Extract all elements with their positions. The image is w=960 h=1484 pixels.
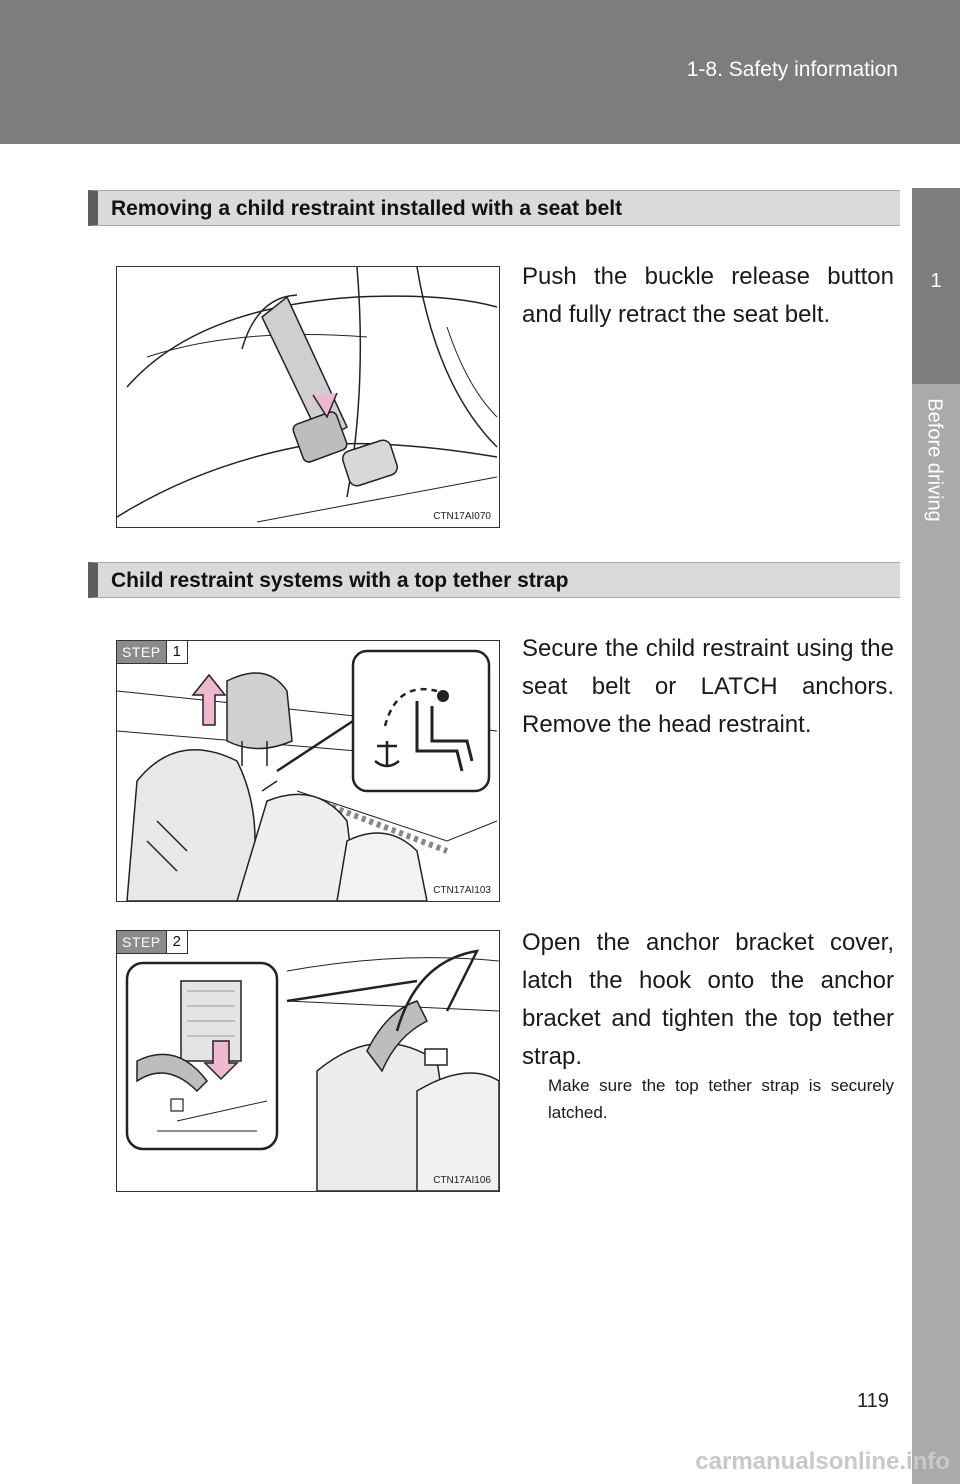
figure-step-1: STEP 1 CTN17AI103 — [116, 640, 500, 902]
page-number: 119 — [857, 1390, 889, 1412]
instruction-text-step-1: Secure the child restraint using the sea… — [522, 635, 894, 738]
figure-code: CTN17AI070 — [433, 511, 491, 522]
seat-belt-illustration — [117, 267, 498, 523]
step-label: STEP — [117, 931, 166, 953]
chapter-label: Before driving — [923, 398, 946, 522]
section-heading-top-tether: Child restraint systems with a top tethe… — [88, 562, 900, 598]
step-number: 2 — [165, 931, 187, 953]
step-badge-1: STEP 1 — [117, 641, 188, 664]
page-header: 1-8. Safety information — [0, 0, 960, 144]
section-heading-removing: Removing a child restraint installed wit… — [88, 190, 900, 226]
chapter-strip — [912, 384, 960, 1484]
step-label: STEP — [117, 641, 166, 663]
instruction-text-step-2: Open the anchor bracket cover, latch the… — [522, 929, 894, 1070]
instruction-text-1: Push the buckle release button and fully… — [522, 263, 894, 328]
section-heading-text: Removing a child restraint installed wit… — [111, 197, 623, 220]
chapter-tab[interactable]: 1 — [912, 188, 960, 384]
figure-code: CTN17AI106 — [433, 1175, 491, 1186]
figure-step-2: STEP 2 CTN17AI106 — [116, 930, 500, 1192]
figure-seat-belt-buckle: CTN17AI070 — [116, 266, 500, 528]
watermark: carmanualsonline.info — [695, 1448, 950, 1475]
chapter-number: 1 — [930, 270, 942, 292]
figure-code: CTN17AI103 — [433, 885, 491, 896]
anchor-bracket-illustration — [125, 949, 499, 1191]
step-badge-2: STEP 2 — [117, 931, 188, 954]
head-restraint-illustration — [117, 649, 498, 901]
step-number: 1 — [165, 641, 187, 663]
section-heading-text: Child restraint systems with a top tethe… — [111, 569, 569, 592]
instruction-note-step-2: Make sure the top tether strap is secure… — [548, 1076, 894, 1122]
section-title: 1-8. Safety information — [686, 58, 898, 81]
